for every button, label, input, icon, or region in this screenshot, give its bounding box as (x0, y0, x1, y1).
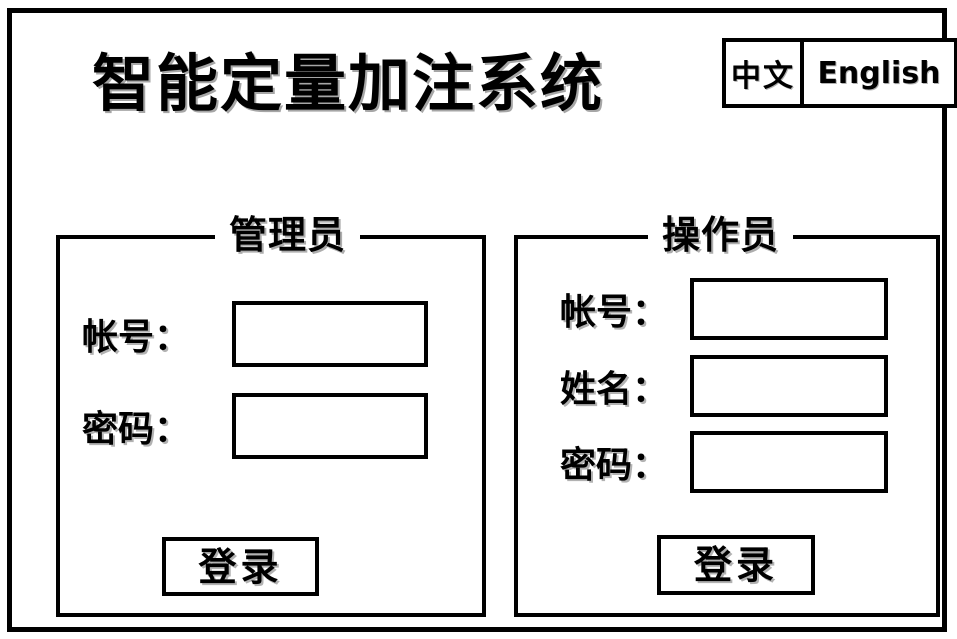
admin-account-input[interactable] (232, 301, 428, 367)
operator-account-input[interactable] (690, 278, 888, 340)
admin-login-button[interactable]: 登录 (162, 537, 319, 596)
page-title: 智能定量加注系统 (92, 47, 605, 120)
operator-name-label: 姓名： (560, 369, 669, 410)
admin-password-input[interactable] (232, 393, 428, 459)
app-window-frame: 智能定量加注系统 中文 English 管理员 帐号： 密码： 登录 操作员 帐… (7, 8, 957, 632)
admin-panel-legend: 管理员 (215, 207, 361, 263)
language-option-english[interactable]: English (804, 42, 954, 104)
operator-password-input[interactable] (690, 431, 888, 493)
operator-name-row: 姓名： (560, 355, 888, 417)
language-option-chinese[interactable]: 中文 (726, 42, 804, 104)
operator-password-label: 密码： (560, 445, 669, 486)
admin-password-label: 密码： (82, 409, 191, 450)
admin-account-label: 帐号： (82, 317, 191, 358)
operator-panel-legend: 操作员 (648, 207, 794, 263)
operator-name-input[interactable] (690, 355, 888, 417)
language-toggle[interactable]: 中文 English (722, 38, 957, 108)
admin-password-row: 密码： (82, 393, 428, 459)
admin-account-row: 帐号： (82, 301, 428, 367)
operator-account-row: 帐号： (560, 278, 888, 340)
operator-account-label: 帐号： (560, 292, 669, 333)
operator-password-row: 密码： (560, 431, 888, 493)
operator-login-button[interactable]: 登录 (657, 535, 815, 595)
